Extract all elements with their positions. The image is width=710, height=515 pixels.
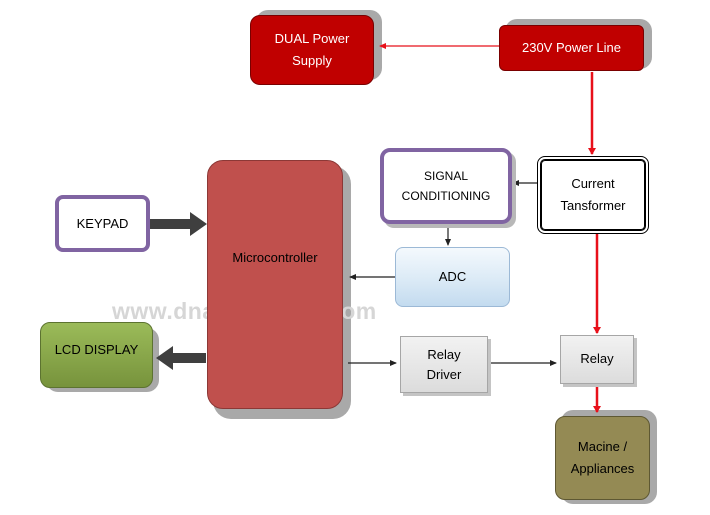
keypad-to-micro-arrow <box>150 212 207 236</box>
dual-power-supply-box: DUAL Power Supply <box>250 15 374 85</box>
relay-box: Relay <box>560 335 634 384</box>
relay-driver-box: Relay Driver <box>400 336 488 393</box>
keypad-box: KEYPAD <box>55 195 150 252</box>
micro-to-lcd-arrow <box>156 346 206 370</box>
microcontroller-box: Microcontroller <box>207 160 343 409</box>
power-line-box: 230V Power Line <box>499 25 644 71</box>
signal-conditioning-box: SIGNAL CONDITIONING <box>380 148 512 224</box>
machine-appliances-box: Macine / Appliances <box>555 416 650 500</box>
current-transformer-box: Current Tansformer <box>537 156 649 234</box>
adc-box: ADC <box>395 247 510 307</box>
lcd-display-box: LCD DISPLAY <box>40 322 153 388</box>
